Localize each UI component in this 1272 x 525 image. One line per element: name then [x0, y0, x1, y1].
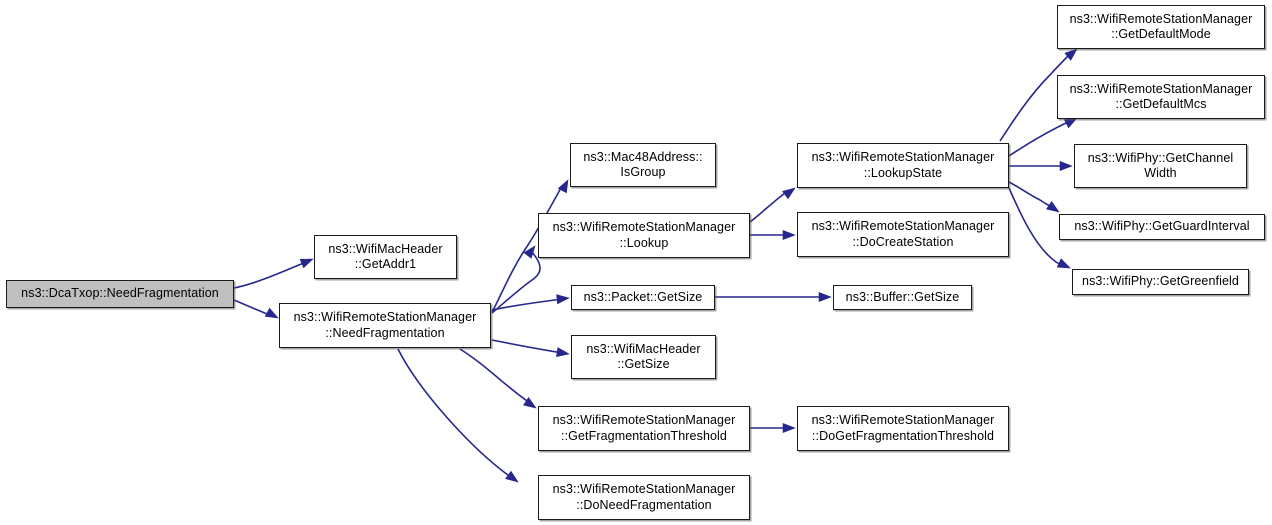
graph-node-label: ns3::WifiRemoteStationManager ::GetFragm… [552, 413, 736, 443]
arrowhead-14 [1059, 160, 1073, 172]
graph-node-n4[interactable]: ns3::WifiRemoteStationManager ::Lookup [538, 213, 750, 258]
edge-arrowheads [264, 48, 1078, 483]
arrowhead-10 [818, 291, 832, 303]
graph-node-n10[interactable]: ns3::WifiRemoteStationManager ::DoCreate… [797, 212, 1009, 257]
graph-node-label: ns3::DcaTxop::NeedFragmentation [21, 286, 219, 301]
graph-node-label: ns3::WifiPhy::GetGreenfield [1082, 274, 1239, 289]
arrowhead-8 [782, 187, 796, 200]
arrowhead-3 [523, 245, 536, 259]
graph-node-n14[interactable]: ns3::WifiRemoteStationManager ::GetDefau… [1057, 75, 1265, 119]
call-edge-n2-to-n4 [491, 249, 541, 314]
graph-node-n12[interactable]: ns3::WifiRemoteStationManager ::DoGetFra… [797, 406, 1009, 451]
arrowhead-6 [522, 396, 537, 409]
graph-node-label: ns3::WifiRemoteStationManager ::GetDefau… [1069, 11, 1253, 42]
arrowhead-4 [556, 294, 570, 305]
graph-node-label: ns3::WifiRemoteStationManager ::Lookup [552, 220, 736, 250]
call-edge-n9-to-n14 [1008, 119, 1073, 157]
graph-node-label: ns3::WifiRemoteStationManager ::DoNeedFr… [552, 482, 736, 512]
graph-node-n17[interactable]: ns3::WifiPhy::GetGreenfield [1072, 269, 1249, 295]
call-edge-n4-to-n9 [749, 189, 790, 223]
call-edge-n9-to-n16 [1008, 181, 1055, 210]
graph-node-label: ns3::WifiRemoteStationManager ::NeedFrag… [293, 310, 477, 340]
arrowhead-1 [264, 307, 279, 319]
graph-node-label: ns3::WifiRemoteStationManager ::DoCreate… [811, 219, 995, 249]
graph-node-n5[interactable]: ns3::Packet::GetSize [571, 285, 715, 310]
graph-node-label: ns3::Buffer::GetSize [845, 289, 960, 304]
arrowhead-9 [782, 229, 796, 241]
graph-node-label: ns3::WifiMacHeader ::GetSize [586, 341, 701, 372]
graph-node-n3[interactable]: ns3::Mac48Address:: IsGroup [570, 143, 716, 187]
call-edge-n2-to-n3 [491, 185, 563, 313]
graph-node-label: ns3::Mac48Address:: IsGroup [583, 149, 703, 180]
graph-node-label: ns3::WifiRemoteStationManager ::LookupSt… [811, 150, 995, 180]
arrowhead-5 [556, 347, 570, 358]
call-edge-n9-to-n13 [999, 51, 1073, 142]
call-edge-n9-to-n17 [1008, 187, 1066, 267]
graph-node-label: ns3::WifiMacHeader ::GetAddr1 [328, 241, 443, 272]
call-edge-n2-to-n7 [459, 348, 531, 404]
call-edge-n0-to-n1 [233, 261, 307, 289]
graph-node-n9[interactable]: ns3::WifiRemoteStationManager ::LookupSt… [797, 143, 1009, 188]
arrowhead-16 [1056, 258, 1071, 269]
arrowhead-2 [557, 179, 569, 194]
graph-node-n6[interactable]: ns3::WifiMacHeader ::GetSize [571, 335, 716, 379]
call-edge-n2-to-n5 [491, 298, 564, 311]
arrowhead-15 [1045, 200, 1060, 213]
graph-node-n15[interactable]: ns3::WifiPhy::GetChannel Width [1074, 144, 1247, 188]
graph-node-label: ns3::WifiRemoteStationManager ::DoGetFra… [811, 413, 995, 443]
graph-node-n7[interactable]: ns3::WifiRemoteStationManager ::GetFragm… [538, 406, 750, 451]
arrowhead-0 [299, 258, 314, 269]
arrowhead-12 [1064, 48, 1078, 61]
graph-node-n1[interactable]: ns3::WifiMacHeader ::GetAddr1 [314, 235, 457, 279]
arrowhead-7 [505, 470, 519, 483]
graph-node-label: ns3::WifiPhy::GetGuardInterval [1074, 219, 1250, 234]
graph-node-n11[interactable]: ns3::Buffer::GetSize [833, 285, 972, 310]
graph-node-label: ns3::Packet::GetSize [583, 289, 703, 304]
graph-node-n2[interactable]: ns3::WifiRemoteStationManager ::NeedFrag… [279, 303, 491, 348]
call-edge-n2-to-n8 [397, 348, 513, 479]
arrowhead-11 [782, 422, 796, 434]
graph-node-label: ns3::WifiPhy::GetChannel Width [1087, 150, 1234, 181]
call-edge-n0-to-n2 [233, 299, 273, 317]
graph-node-n13[interactable]: ns3::WifiRemoteStationManager ::GetDefau… [1057, 5, 1265, 49]
graph-node-n8[interactable]: ns3::WifiRemoteStationManager ::DoNeedFr… [538, 475, 750, 520]
graph-node-n16[interactable]: ns3::WifiPhy::GetGuardInterval [1059, 214, 1265, 240]
graph-node-label: ns3::WifiRemoteStationManager ::GetDefau… [1069, 81, 1253, 112]
call-edge-n2-to-n6 [491, 339, 564, 354]
graph-node-n0[interactable]: ns3::DcaTxop::NeedFragmentation [6, 280, 234, 308]
